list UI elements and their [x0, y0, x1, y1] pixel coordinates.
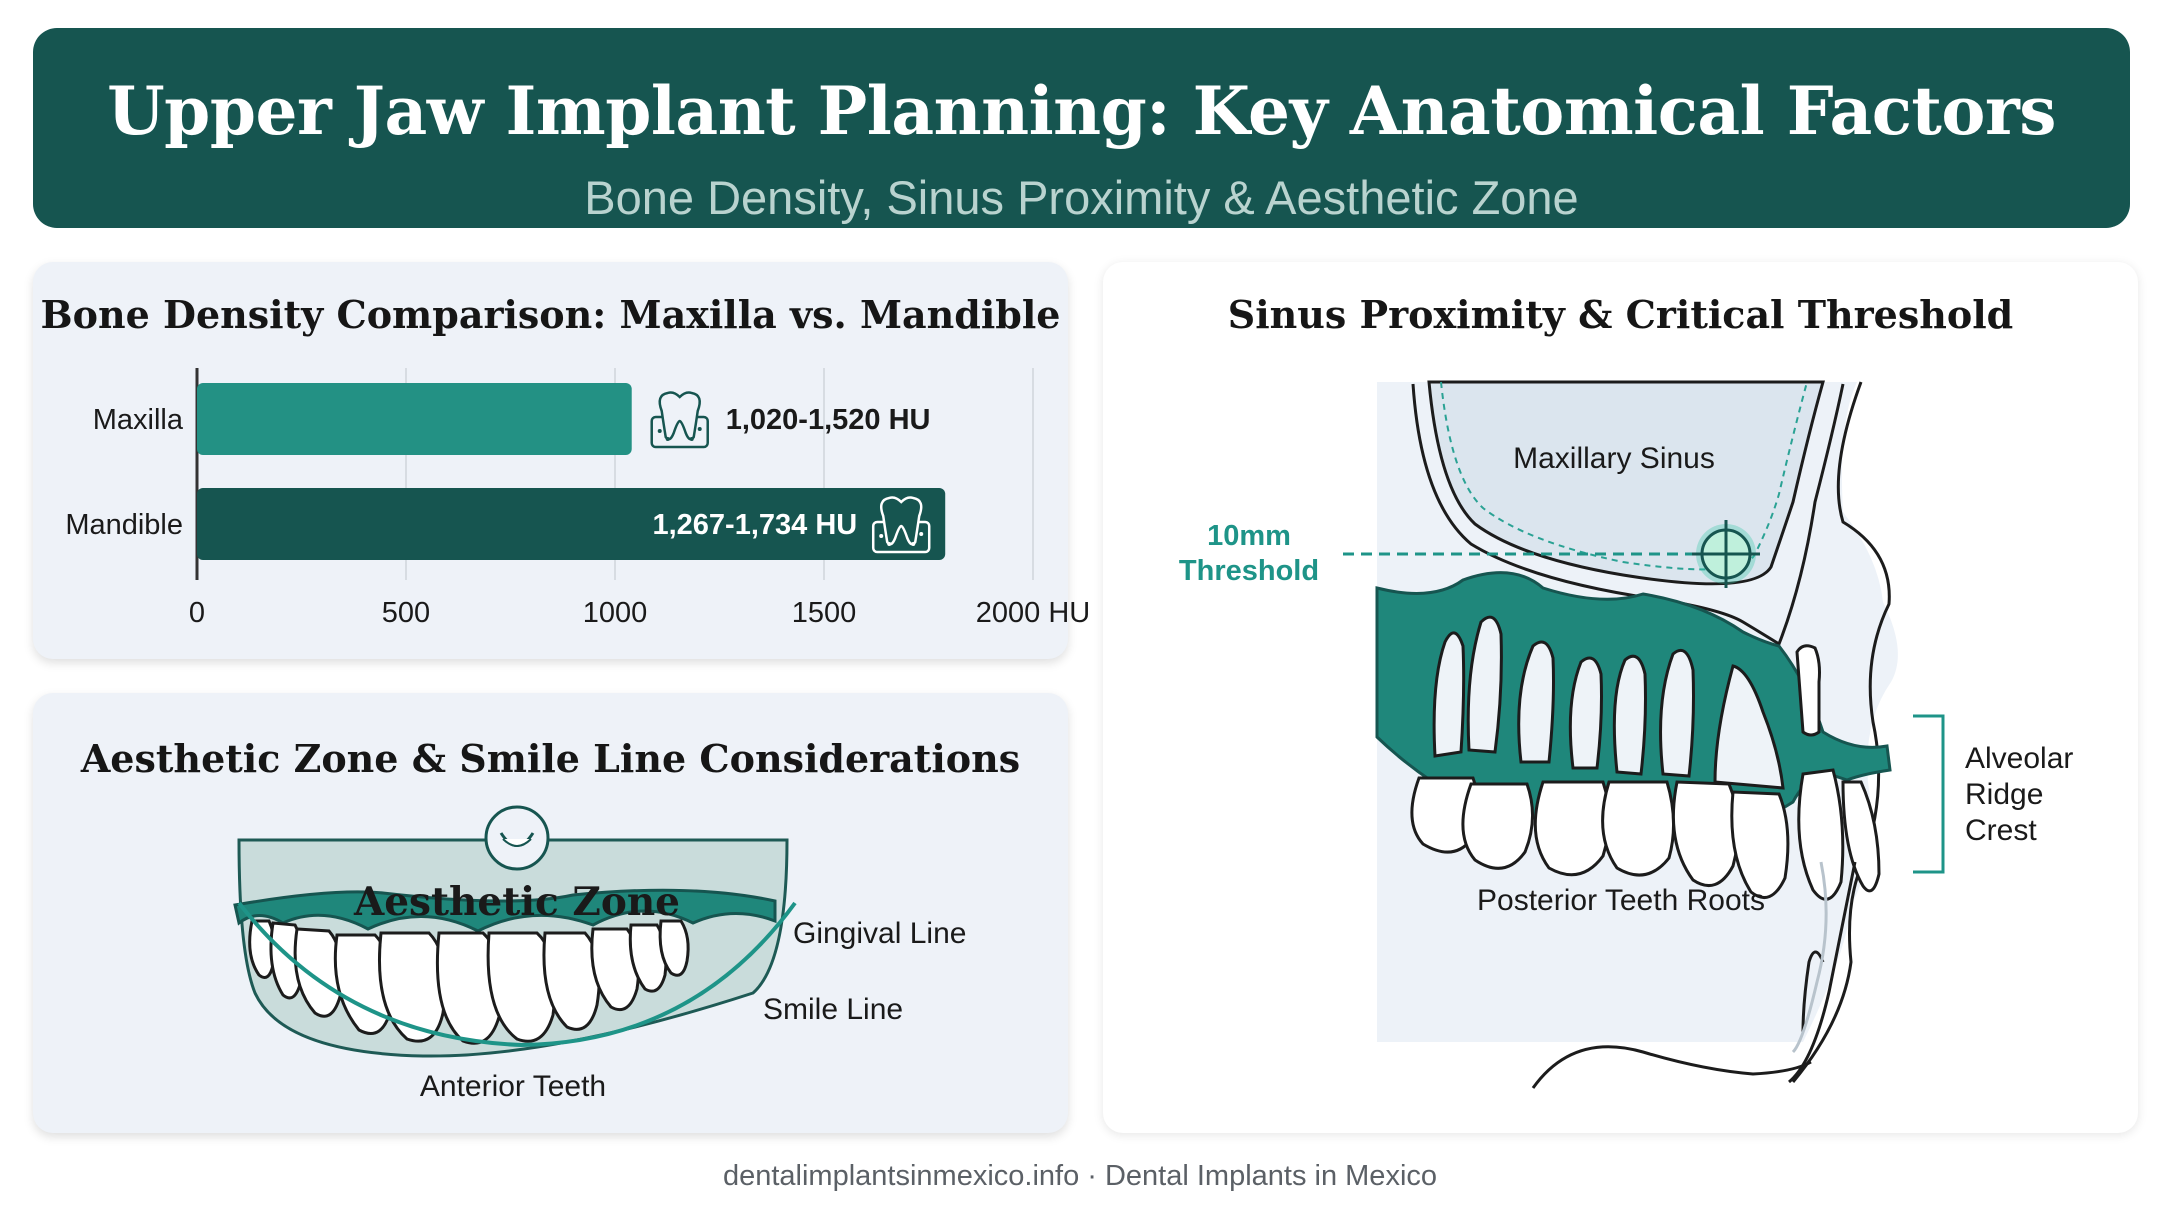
- incisor-profile: [1795, 644, 1821, 737]
- x-tick-label: 500: [382, 597, 430, 629]
- smile-line: [237, 901, 797, 1048]
- crosshair-icon: [1692, 520, 1760, 588]
- lower-jaw-inner: [1791, 861, 1828, 1054]
- smile-icon: [484, 805, 550, 871]
- footer-attribution: dentalimplantsinmexico.info · Dental Imp…: [722, 1160, 1438, 1192]
- aesthetic-zone-title: Aesthetic Zone & Smile Line Consideratio…: [80, 736, 1021, 781]
- aesthetic-zone-card: Aesthetic Zone & Smile Line Consideratio…: [33, 693, 1068, 1133]
- x-tick-label: 0: [189, 597, 205, 629]
- sinus-floor: [1411, 383, 1845, 647]
- tooth-icon: [871, 496, 931, 554]
- header-banner: Upper Jaw Implant Planning: Key Anatomic…: [33, 28, 2130, 228]
- jaw-lower-outline: [1531, 1045, 1812, 1089]
- ridge-label-line3: Crest: [1965, 814, 2037, 847]
- ridge-label-line1: Alveolar: [1965, 742, 2073, 775]
- aesthetic-zone-label: Aesthetic Zone: [353, 879, 680, 925]
- posterior-teeth-crowns: [1410, 768, 1881, 901]
- tooth-icon: [650, 391, 709, 449]
- ridge-label-line2: Ridge: [1965, 778, 2043, 811]
- sinus-proximity-title: Sinus Proximity & Critical Threshold: [1227, 292, 2014, 337]
- smile-line-label: Smile Line: [763, 993, 903, 1026]
- bone-density-chart: Maxilla 1,020-1,520 HU Mandible 1,267-1,734…: [65, 368, 1090, 629]
- sinus-proximity-card: Sinus Proximity & Critical Threshold: [1103, 262, 2138, 1133]
- ridge-bracket: [1913, 714, 1945, 874]
- posterior-roots-label: Posterior Teeth Roots: [1477, 884, 1765, 917]
- posterior-teeth-roots: [1432, 615, 1785, 790]
- anterior-teeth-label: Anterior Teeth: [420, 1070, 606, 1103]
- x-tick-label: 2000 HU: [976, 597, 1090, 629]
- category-label: Maxilla: [93, 404, 184, 436]
- sinus-membrane: [1440, 381, 1808, 571]
- x-tick-label: 1500: [792, 597, 857, 629]
- gingiva: [233, 888, 777, 933]
- page-title: Upper Jaw Implant Planning: Key Anatomic…: [107, 72, 2056, 150]
- data-label: 1,020-1,520 HU: [726, 404, 931, 436]
- threshold-label-line1: 10mm: [1207, 520, 1291, 552]
- bar-mandible: [197, 488, 946, 560]
- page-subtitle: Bone Density, Sinus Proximity & Aestheti…: [584, 171, 1579, 224]
- aesthetic-zone-diagram: Aesthetic Zone Gingival Line Smile Line …: [233, 805, 966, 1103]
- bar-maxilla: [197, 383, 632, 455]
- gingival-line-label: Gingival Line: [793, 917, 966, 950]
- threshold-label-line2: Threshold: [1179, 555, 1319, 587]
- category-label: Mandible: [65, 509, 183, 541]
- maxillary-sinus-label: Maxillary Sinus: [1513, 442, 1715, 475]
- sinus-diagram: Maxillary Sinus 10mm Threshold Alveolar …: [1179, 380, 2073, 1089]
- face-profile: [1791, 381, 1891, 1083]
- bone-density-card: Bone Density Comparison: Maxilla vs. Man…: [33, 262, 1090, 659]
- x-tick-label: 1000: [583, 597, 648, 629]
- bone-density-title: Bone Density Comparison: Maxilla vs. Man…: [40, 292, 1061, 337]
- data-label: 1,267-1,734 HU: [652, 509, 857, 541]
